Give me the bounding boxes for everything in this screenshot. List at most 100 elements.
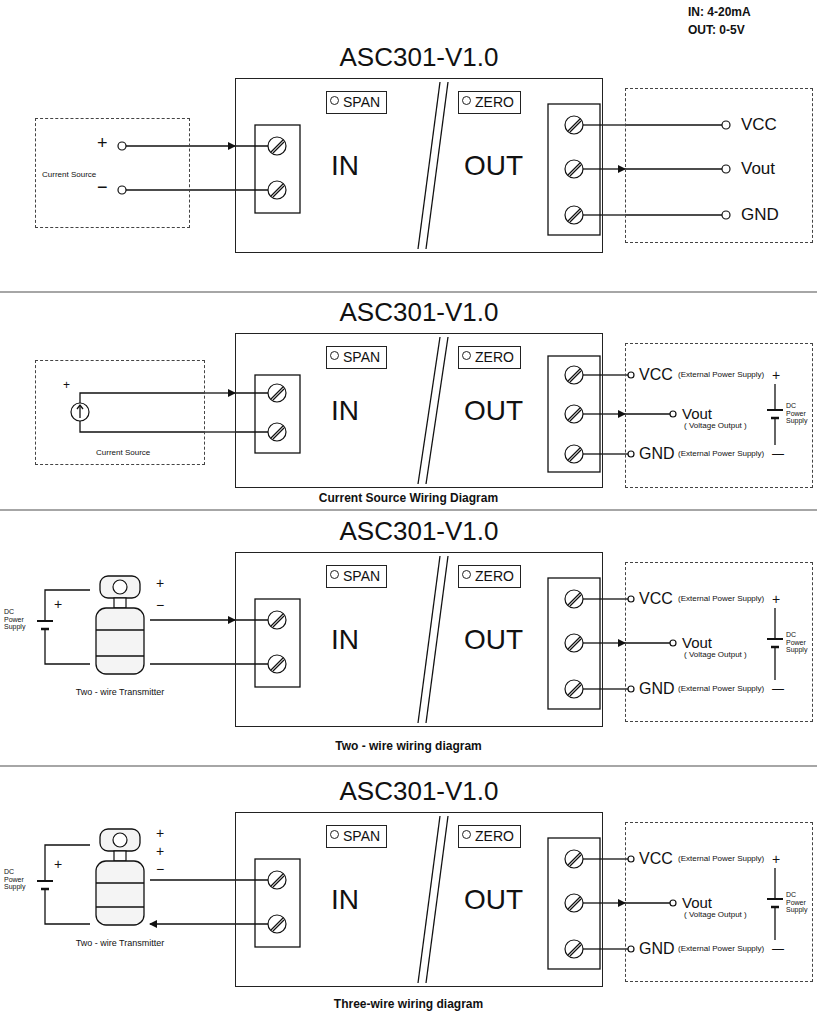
terminal-label: GND <box>639 445 675 463</box>
trim-label: ZERO <box>475 95 514 110</box>
polarity-label: − <box>156 598 164 613</box>
terminal-label: — <box>772 943 784 956</box>
screw-slot <box>271 387 283 399</box>
terminal-label: — <box>772 683 784 696</box>
panel-separator <box>0 765 817 766</box>
output-wire <box>625 214 722 215</box>
current-source-box: Current Source <box>35 118 190 228</box>
trim-label: SPAN <box>343 95 380 110</box>
section-label: IN <box>331 396 359 427</box>
screw-slot <box>568 119 580 131</box>
section-label: IN <box>331 625 359 656</box>
terminal-label: GND <box>639 680 675 698</box>
terminal-screw <box>268 915 286 933</box>
transmitter-dial <box>113 833 127 847</box>
polarity-label: + <box>156 826 164 841</box>
screw-slot <box>570 371 581 382</box>
trim-pot-box: SPAN <box>326 825 387 848</box>
panel-separator <box>0 291 817 292</box>
internal-wire <box>583 902 603 903</box>
terminal-label: VCC <box>639 850 673 868</box>
screw-slot <box>570 595 581 606</box>
terminal-screw <box>565 206 583 224</box>
transmitter-illustration <box>90 572 150 682</box>
output-terminal <box>670 900 676 906</box>
internal-wire <box>235 879 268 880</box>
internal-wire <box>235 923 268 924</box>
terminal-label: (External Power Supply) <box>678 945 764 954</box>
input-terminal-block <box>255 375 300 453</box>
terminal-screw <box>268 423 286 441</box>
battery-plate <box>767 409 783 411</box>
terminal-label: (External Power Supply) <box>678 595 764 604</box>
internal-wire <box>583 948 603 949</box>
trim-label: SPAN <box>343 829 380 844</box>
screw-slot <box>568 683 580 695</box>
transmitter-neck <box>114 851 126 861</box>
screw-slot <box>271 140 283 152</box>
polarity-label: − <box>156 862 164 877</box>
polarity-label: + <box>156 576 164 591</box>
terminal-label: (External Power Supply) <box>678 685 764 694</box>
trim-label: SPAN <box>343 350 380 365</box>
terminal-screw <box>565 940 583 958</box>
terminal-label: (External Power Supply) <box>678 855 764 864</box>
trim-pot-box: ZERO <box>458 825 521 848</box>
internal-wire <box>583 858 603 859</box>
terminal-label: ( Voltage Output ) <box>684 422 747 431</box>
wire-connector <box>603 642 625 643</box>
screw-slot <box>570 855 581 866</box>
wire-connector <box>190 189 235 190</box>
internal-wire <box>583 453 603 454</box>
output-box: VCC(External Power Supply)+Vout( Voltage… <box>625 822 813 982</box>
wire-connector <box>603 948 625 949</box>
screw-slot <box>570 410 581 421</box>
source-wire <box>80 421 205 432</box>
screw-slot <box>568 163 580 175</box>
terminal-label: GND <box>741 206 779 225</box>
screw-slot <box>568 637 580 649</box>
terminal-label: (External Power Supply) <box>678 371 764 380</box>
wire-connector <box>603 124 625 125</box>
supply-wire <box>774 418 775 445</box>
source-wire <box>126 189 190 190</box>
supply-wire <box>45 629 90 664</box>
wire-connector <box>603 453 625 454</box>
terminal-screw <box>565 445 583 463</box>
module-title: ASC301-V1.0 <box>236 517 602 546</box>
transmitter: Two - wire Transmitter <box>90 825 150 933</box>
terminal-label: Vout <box>682 895 712 912</box>
wire-connector <box>603 214 625 215</box>
converter-module: ASC301-V1.0INOUTSPANZERO <box>235 552 603 727</box>
output-terminal <box>628 596 634 602</box>
wire-connector <box>150 663 235 664</box>
terminal-screw <box>268 137 286 155</box>
screw-slot <box>271 614 283 626</box>
terminal-label: VCC <box>741 116 777 135</box>
terminal-screw <box>565 160 583 178</box>
battery-plate <box>771 646 779 649</box>
output-box: VCC(External Power Supply)+Vout( Voltage… <box>625 343 813 488</box>
terminal-label: DC Power Supply <box>786 631 812 654</box>
divider-slash <box>426 82 448 249</box>
screw-slot <box>570 121 581 132</box>
terminal-screw <box>565 680 583 698</box>
screw-slot <box>273 660 284 671</box>
section-label: OUT <box>464 396 523 427</box>
screw-slot <box>570 165 581 176</box>
screw-slot <box>273 428 284 439</box>
transmitter-neck <box>114 598 126 608</box>
screw-slot <box>273 142 284 153</box>
source-arrow <box>77 405 83 409</box>
converter-module: ASC301-V1.0INOUTSPANZERO <box>235 78 603 253</box>
trim-pot-box: ZERO <box>458 346 521 369</box>
polarity-label: + <box>63 379 70 392</box>
screw-slot <box>568 408 580 420</box>
supply-wire <box>774 907 775 940</box>
screw-slot <box>568 853 580 865</box>
terminal-label: — <box>772 448 784 461</box>
terminal-screw <box>268 655 286 673</box>
terminal-screw <box>268 181 286 199</box>
divider-slash <box>426 556 448 723</box>
